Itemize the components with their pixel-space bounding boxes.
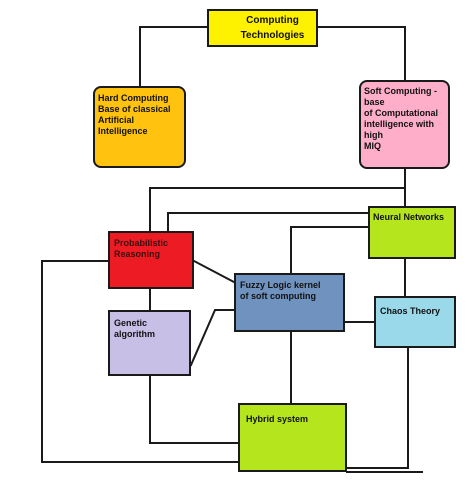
connector-neural-genetic [167, 212, 369, 232]
node-label: Computing Technologies [240, 15, 305, 41]
node-fuzzy-logic[interactable]: Fuzzy Logic kernel of soft computing [234, 273, 345, 332]
connector-genetic-hybrid [149, 375, 239, 444]
connector-computing-hard [139, 26, 208, 87]
node-label: Hard Computing Base of classical Artific… [98, 93, 171, 136]
node-probabilistic-reasoning[interactable]: Probabilistic Reasoning [108, 231, 194, 289]
connector-prob-hybrid [41, 260, 239, 463]
node-hybrid-system[interactable]: Hybrid system [238, 403, 347, 472]
node-label: Probabilistic Reasoning [114, 238, 169, 259]
node-label: Chaos Theory [380, 306, 441, 316]
connector-prob-fuzzy [192, 259, 236, 284]
connector-neural-fuzzy [290, 226, 369, 274]
node-hard-computing[interactable]: Hard Computing Base of classical Artific… [93, 86, 186, 168]
node-label: Fuzzy Logic kernel of soft computing [240, 280, 321, 301]
connector-chaos-hybrid [346, 347, 409, 469]
node-computing-technologies[interactable]: Computing Technologies [207, 9, 318, 47]
node-label: Soft Computing - base of Computational i… [364, 86, 438, 151]
node-label: Hybrid system [246, 414, 309, 424]
node-label: Neural Networks [373, 212, 445, 222]
node-neural-networks[interactable]: Neural Networks [368, 206, 456, 259]
connector-computing-soft [317, 26, 406, 81]
node-genetic-algorithm[interactable]: Genetic algorithm [108, 310, 191, 376]
node-label: Genetic algorithm [114, 318, 156, 339]
connector-fuzzy-genetic [189, 309, 235, 367]
node-chaos-theory[interactable]: Chaos Theory [374, 296, 456, 348]
connector-soft-prob [149, 168, 406, 232]
node-soft-computing[interactable]: Soft Computing - base of Computational i… [359, 80, 450, 169]
